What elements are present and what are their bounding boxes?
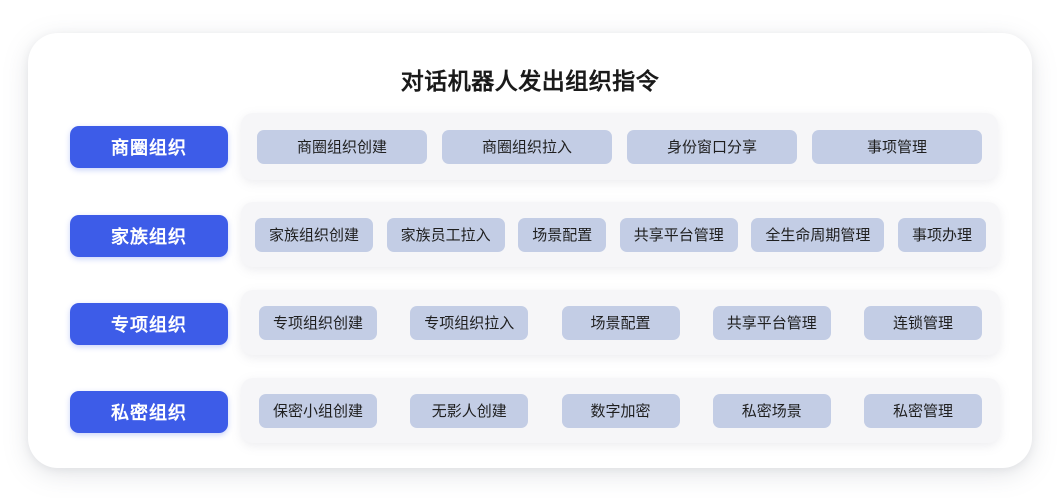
command-chip[interactable]: 家族员工拉入 — [386, 217, 505, 252]
organization-row: 商圈组织 商圈组织创建 商圈组织拉入 身份窗口分享 事项管理 — [28, 113, 1032, 201]
command-chip[interactable]: 无影人创建 — [410, 393, 529, 428]
row-panel-private: 保密小组创建 无影人创建 数字加密 私密场景 私密管理 — [241, 378, 1000, 443]
command-chip[interactable]: 商圈组织创建 — [257, 129, 427, 164]
command-chip[interactable]: 连锁管理 — [864, 305, 982, 340]
command-chip[interactable]: 场景配置 — [561, 305, 680, 340]
row-label-special-project[interactable]: 专项组织 — [70, 303, 228, 345]
row-label-business-circle[interactable]: 商圈组织 — [70, 126, 228, 168]
row-panel-family: 家族组织创建 家族员工拉入 场景配置 共享平台管理 全生命周期管理 事项办理 — [241, 202, 1000, 267]
row-panel-special-project: 专项组织创建 专项组织拉入 场景配置 共享平台管理 连锁管理 — [241, 290, 1000, 355]
command-chip[interactable]: 事项办理 — [897, 217, 986, 252]
row-label-private[interactable]: 私密组织 — [70, 391, 228, 433]
organization-row: 家族组织 家族组织创建 家族员工拉入 场景配置 共享平台管理 全生命周期管理 事… — [28, 201, 1032, 289]
command-chip[interactable]: 商圈组织拉入 — [442, 129, 612, 164]
command-chip[interactable]: 事项管理 — [812, 129, 982, 164]
command-chip[interactable]: 共享平台管理 — [619, 217, 738, 252]
command-chip[interactable]: 全生命周期管理 — [751, 217, 885, 252]
command-chip[interactable]: 家族组织创建 — [255, 217, 374, 252]
command-chip[interactable]: 数字加密 — [561, 393, 680, 428]
content-card: 对话机器人发出组织指令 商圈组织 商圈组织创建 商圈组织拉入 身份窗口分享 事项… — [28, 33, 1032, 468]
organization-row: 专项组织 专项组织创建 专项组织拉入 场景配置 共享平台管理 连锁管理 — [28, 289, 1032, 377]
command-chip[interactable]: 保密小组创建 — [259, 393, 377, 428]
row-label-family[interactable]: 家族组织 — [70, 215, 228, 257]
command-chip[interactable]: 场景配置 — [518, 217, 607, 252]
command-chip[interactable]: 专项组织拉入 — [410, 305, 529, 340]
row-panel-business-circle: 商圈组织创建 商圈组织拉入 身份窗口分享 事项管理 — [241, 113, 998, 180]
command-chip[interactable]: 私密场景 — [712, 393, 831, 428]
command-chip[interactable]: 专项组织创建 — [259, 305, 377, 340]
page-title: 对话机器人发出组织指令 — [400, 68, 660, 94]
organization-row: 私密组织 保密小组创建 无影人创建 数字加密 私密场景 私密管理 — [28, 377, 1032, 465]
command-chip[interactable]: 共享平台管理 — [712, 305, 831, 340]
command-chip[interactable]: 私密管理 — [864, 393, 982, 428]
command-chip[interactable]: 身份窗口分享 — [627, 129, 797, 164]
organization-rows: 商圈组织 商圈组织创建 商圈组织拉入 身份窗口分享 事项管理 家族组织 家族组织… — [28, 113, 1032, 465]
